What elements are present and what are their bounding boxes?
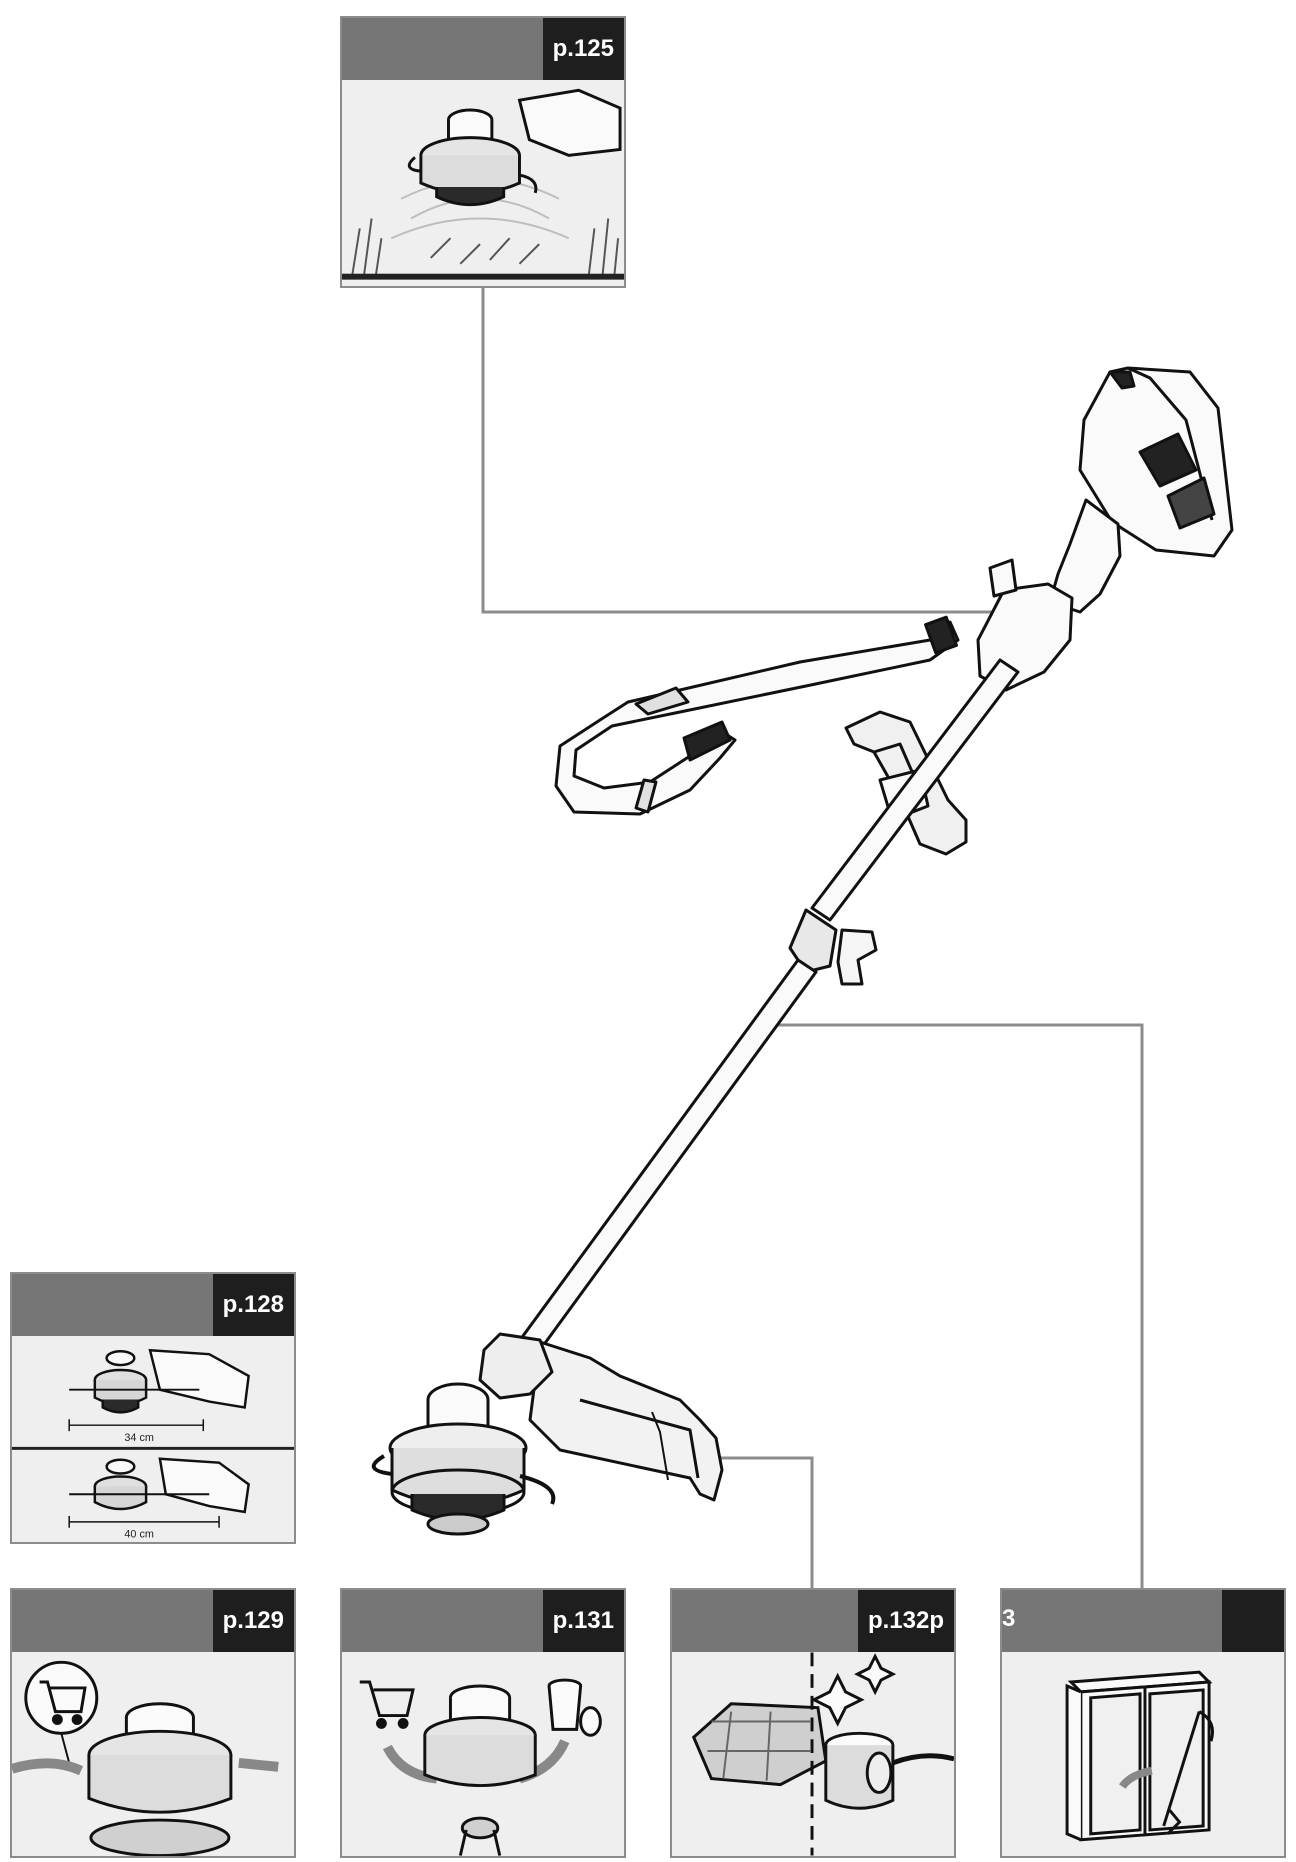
shoulder-strap [554,620,960,816]
measure-long-label: 40 cm [124,1529,153,1541]
spool-exchange-icon [342,1652,624,1856]
lower-shaft [518,958,818,1352]
clean-sparkle-icon [672,1652,954,1856]
shopping-cart-icon [39,1680,87,1725]
trimmer-line [371,1454,393,1476]
replace-spool-icon [12,1652,294,1856]
motor-head [478,1332,554,1400]
shopping-cart-icon [359,1680,415,1729]
shaft-coupling [788,908,838,974]
panel-p129: p.129 [10,1588,296,1858]
strap-buckle [924,615,958,655]
page-reference-main: p.132p [867,1607,944,1634]
leader-line-p132 [700,1456,814,1588]
page-reference-tail: 3 [1002,1605,1016,1632]
panel-p133 [1000,1588,1286,1858]
line-length-icon: 34 cm 40 cm [12,1336,294,1542]
page-reference[interactable]: p.129 [212,1590,294,1652]
panel-p125: p.125 [340,16,626,288]
panel-p131: p.131 [340,1588,626,1858]
debris-guard [528,1340,724,1502]
trash-can-icon [547,1678,602,1737]
battery-grip [1138,432,1198,488]
panel-p132: p.132p [670,1588,956,1858]
panel-p128: p.128 34 cm [10,1272,296,1544]
cut-grass-icon [342,80,624,286]
page-reference[interactable]: p.125 [542,18,624,80]
leader-lines [481,287,1144,1588]
trigger-tab [988,558,1018,598]
measure-short-label: 34 cm [124,1432,153,1444]
trimmer-body [371,366,1234,1536]
locking-knob [836,928,878,986]
page-reference[interactable]: p.132p [857,1590,954,1652]
page-reference[interactable] [1222,1590,1284,1652]
leader-line-p125 [481,287,1058,614]
page-reference[interactable]: p.128 [212,1274,294,1336]
storage-cabinet-icon [1002,1652,1284,1856]
leader-line-p133 [760,1023,1144,1588]
page-reference[interactable]: p.131 [542,1590,624,1652]
upper-shaft [810,658,1020,922]
rear-handle [1048,498,1122,614]
